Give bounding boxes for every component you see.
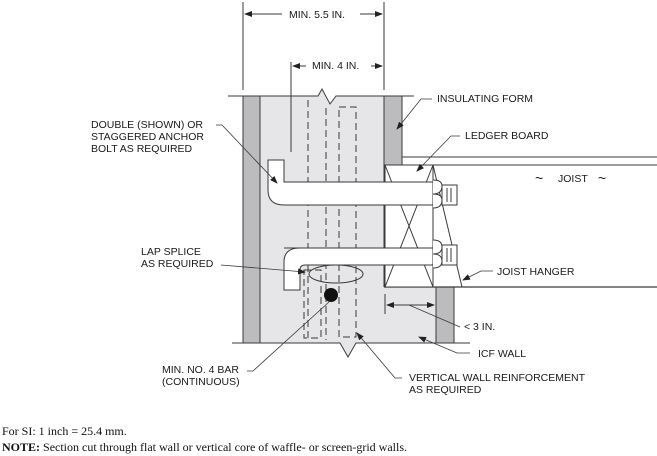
insulating-form-left: [242, 95, 261, 344]
label-vertical-reinforcement: VERTICAL WALL REINFORCEMENT AS REQUIRED: [409, 372, 585, 396]
footnote-note: NOTE: Section cut through flat wall or v…: [2, 440, 407, 455]
label-anchor-bolt: DOUBLE (SHOWN) OR STAGGERED ANCHOR BOLT …: [91, 119, 204, 155]
dimension-core-label: MIN. 4 IN.: [312, 60, 360, 72]
label-joist: JOIST: [558, 173, 588, 185]
note-label: NOTE:: [2, 440, 41, 454]
leader-lines: [216, 98, 493, 379]
insulating-form-right-lower: [435, 286, 455, 344]
break-symbol-left: ~: [535, 170, 544, 186]
no4-bar: [324, 288, 338, 302]
break-symbol-right: ~: [598, 170, 607, 186]
wall-top-line: [228, 87, 414, 105]
vertical-reinforcement: [307, 100, 357, 340]
label-min-bar: MIN. NO. 4 BAR (CONTINUOUS): [162, 364, 240, 388]
label-ledger-board: LEDGER BOARD: [465, 130, 549, 142]
wall-bottom-line: [232, 342, 470, 359]
insulating-form-right-upper: [383, 95, 403, 166]
dimension-ledger-gap-label: < 3 IN.: [464, 321, 496, 333]
note-text: Section cut through flat wall or vertica…: [40, 440, 407, 454]
label-icf-wall: ICF WALL: [478, 348, 527, 360]
label-lap-splice: LAP SPLICE AS REQUIRED: [141, 246, 214, 270]
label-joist-hanger: JOIST HANGER: [497, 266, 575, 278]
anchor-bolt-lower: [283, 239, 458, 291]
anchor-bolt-upper: [267, 159, 458, 209]
footnote-si: For SI: 1 inch = 25.4 mm.: [2, 424, 127, 438]
lap-splice-ellipse: [308, 264, 364, 284]
dimension-overall: [242, 2, 385, 90]
dimension-ledger-gap: [384, 294, 435, 314]
label-insulating-form: INSULATING FORM: [437, 93, 534, 105]
lap-splice-bar: [303, 269, 322, 339]
dimension-overall-label: MIN. 5.5 IN.: [289, 9, 346, 21]
